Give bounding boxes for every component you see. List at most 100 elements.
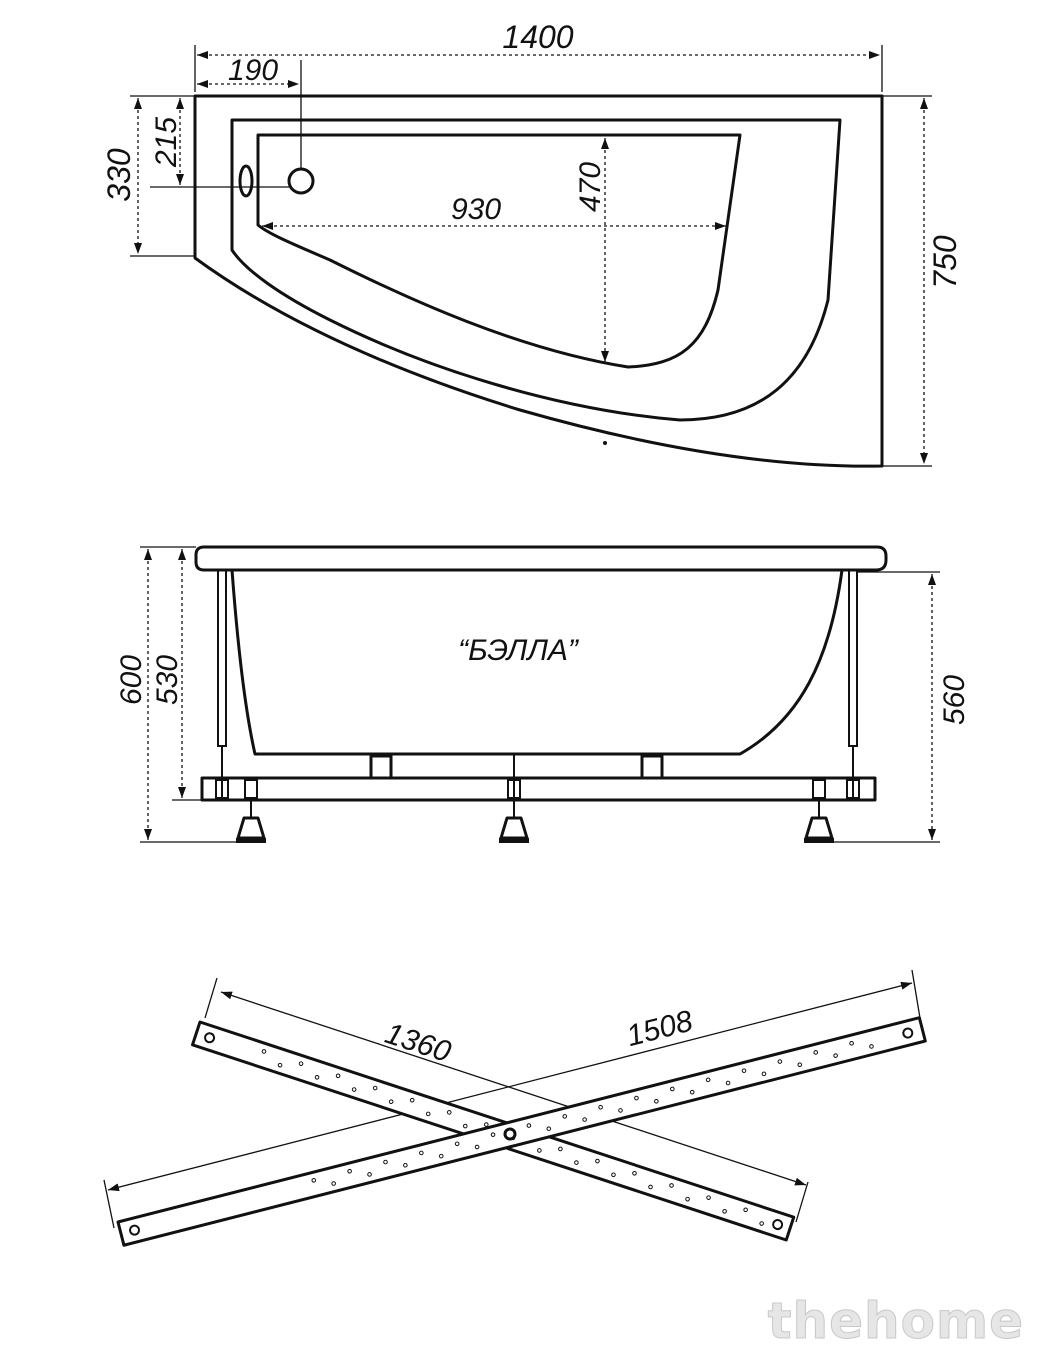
hole — [595, 1158, 600, 1164]
bar-holes — [311, 1040, 874, 1186]
hole — [261, 1049, 267, 1054]
hole — [685, 1196, 690, 1202]
hole — [618, 1108, 623, 1113]
support-block-right — [640, 754, 664, 780]
hole — [689, 1089, 695, 1095]
support-block-left — [369, 754, 393, 780]
dim-inner-depth: 470 — [574, 162, 607, 212]
hole — [706, 1195, 711, 1200]
hole — [462, 1123, 468, 1129]
hole — [722, 1209, 727, 1214]
hole — [403, 1162, 408, 1168]
hole — [383, 1159, 388, 1165]
top-view: 1400 190 215 330 750 930 470 — [101, 19, 963, 468]
hole — [335, 1073, 341, 1079]
hole — [438, 1153, 444, 1159]
hole — [582, 1117, 587, 1122]
hole — [743, 1207, 748, 1213]
hole — [490, 1132, 496, 1137]
dim-drain-offset-x: 190 — [228, 54, 278, 87]
hole — [759, 1221, 764, 1226]
hole — [537, 1148, 542, 1153]
side-view: “БЭЛЛА” 600 530 560 — [115, 545, 971, 843]
hole — [409, 1097, 415, 1103]
hole — [446, 1110, 452, 1115]
hole — [331, 1181, 336, 1186]
hole — [314, 1075, 320, 1080]
hole — [526, 1123, 532, 1128]
pivot-bolt — [503, 1127, 517, 1141]
ext-line — [103, 1179, 115, 1229]
hole — [311, 1178, 317, 1183]
tub-bowl — [256, 133, 742, 369]
hole — [669, 1183, 674, 1188]
hole — [277, 1062, 283, 1068]
dim-inner-length: 930 — [451, 193, 501, 226]
hole — [741, 1068, 747, 1073]
hole — [634, 1095, 639, 1101]
foot-right — [804, 800, 834, 843]
ext-line — [204, 977, 218, 1019]
watermark-logo: thehome — [768, 1292, 1024, 1350]
overflow-hole — [238, 164, 254, 198]
hole — [777, 1059, 783, 1064]
dim-tub-height: 560 — [938, 675, 971, 725]
hole — [347, 1168, 352, 1174]
hole — [419, 1150, 424, 1156]
tub-outline-outer — [193, 94, 884, 468]
frame-leg-left — [217, 569, 227, 747]
hole — [546, 1126, 552, 1132]
hole — [761, 1071, 767, 1077]
dim-overall-depth: 750 — [927, 235, 963, 289]
hole — [298, 1061, 304, 1066]
hole — [367, 1172, 372, 1177]
bar-holes — [261, 1049, 764, 1226]
tub-body — [230, 568, 844, 756]
dim-left-edge-height: 330 — [101, 148, 137, 202]
hole — [869, 1044, 874, 1049]
nut-blocks — [215, 779, 860, 799]
dim-frame-height: 530 — [151, 655, 184, 705]
hole — [670, 1086, 675, 1092]
hole — [474, 1144, 480, 1150]
hole — [813, 1050, 819, 1055]
hole — [705, 1077, 711, 1083]
hole — [425, 1111, 431, 1117]
cross-bar-long — [116, 1016, 927, 1247]
dim-total-height: 600 — [115, 655, 148, 705]
hole — [558, 1146, 563, 1152]
drain-hole — [287, 167, 315, 195]
dim-line-1508 — [107, 981, 913, 1192]
hole — [388, 1099, 394, 1104]
hole — [562, 1114, 568, 1119]
base-frame — [200, 776, 877, 802]
hole — [598, 1104, 603, 1110]
foot-middle — [499, 800, 529, 843]
ext-line — [795, 1181, 809, 1223]
hole — [632, 1170, 637, 1176]
hole — [797, 1062, 803, 1068]
tub-rim — [194, 545, 888, 572]
hole — [611, 1172, 616, 1178]
hole — [833, 1053, 838, 1058]
dim-bar-short: 1360 — [381, 1017, 455, 1069]
hole — [849, 1040, 854, 1046]
hole — [372, 1085, 378, 1091]
hole — [725, 1080, 731, 1086]
hole — [454, 1141, 460, 1147]
model-name: “БЭЛЛА” — [458, 634, 580, 667]
frame-leg-right — [848, 569, 858, 747]
ext-line — [911, 969, 921, 1019]
foot-left — [236, 800, 266, 843]
frame-view: 1360 1508 — [103, 969, 927, 1247]
dim-drain-offset-y: 215 — [150, 117, 183, 168]
hole — [654, 1098, 659, 1104]
hole — [483, 1122, 489, 1127]
hole — [648, 1184, 653, 1190]
dim-bar-long: 1508 — [623, 1004, 696, 1053]
tub-rim-inner — [230, 118, 842, 422]
dim-overall-width: 1400 — [502, 19, 573, 55]
mark-dot — [603, 441, 607, 445]
